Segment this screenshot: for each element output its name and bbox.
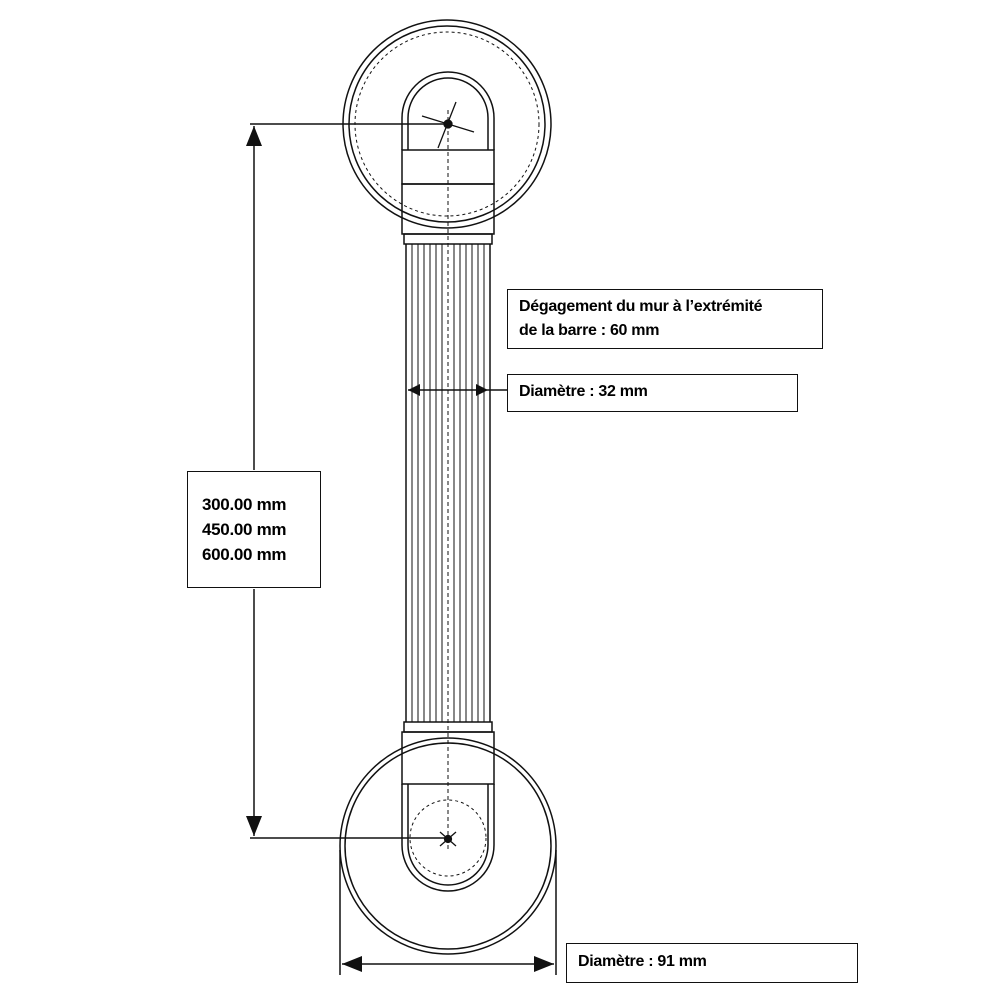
- bar-tube: [405, 244, 491, 722]
- bar-diameter-text: Diamètre : 32 mm: [519, 383, 648, 400]
- wall-clearance-line-1: Dégagement du mur à l’extrémité: [519, 298, 763, 315]
- plate-diameter-dimension: [339, 850, 557, 975]
- length-label-box: 300.00 mm 450.00 mm 600.00 mm: [187, 471, 321, 588]
- wall-clearance-line-2: de la barre : 60 mm: [519, 322, 660, 339]
- bottom-flange: [401, 721, 495, 892]
- plate-diameter-label-box: Diamètre : 91 mm: [566, 943, 858, 983]
- length-option-300: 300.00 mm: [202, 495, 287, 514]
- length-option-600: 600.00 mm: [202, 545, 287, 564]
- bar-diameter-label-box: Diamètre : 32 mm: [507, 374, 798, 412]
- length-dimension: [246, 123, 448, 839]
- length-option-450: 450.00 mm: [202, 520, 287, 539]
- wall-clearance-label-box: Dégagement du mur à l’extrémité de la ba…: [507, 289, 823, 349]
- plate-diameter-text: Diamètre : 91 mm: [578, 953, 707, 970]
